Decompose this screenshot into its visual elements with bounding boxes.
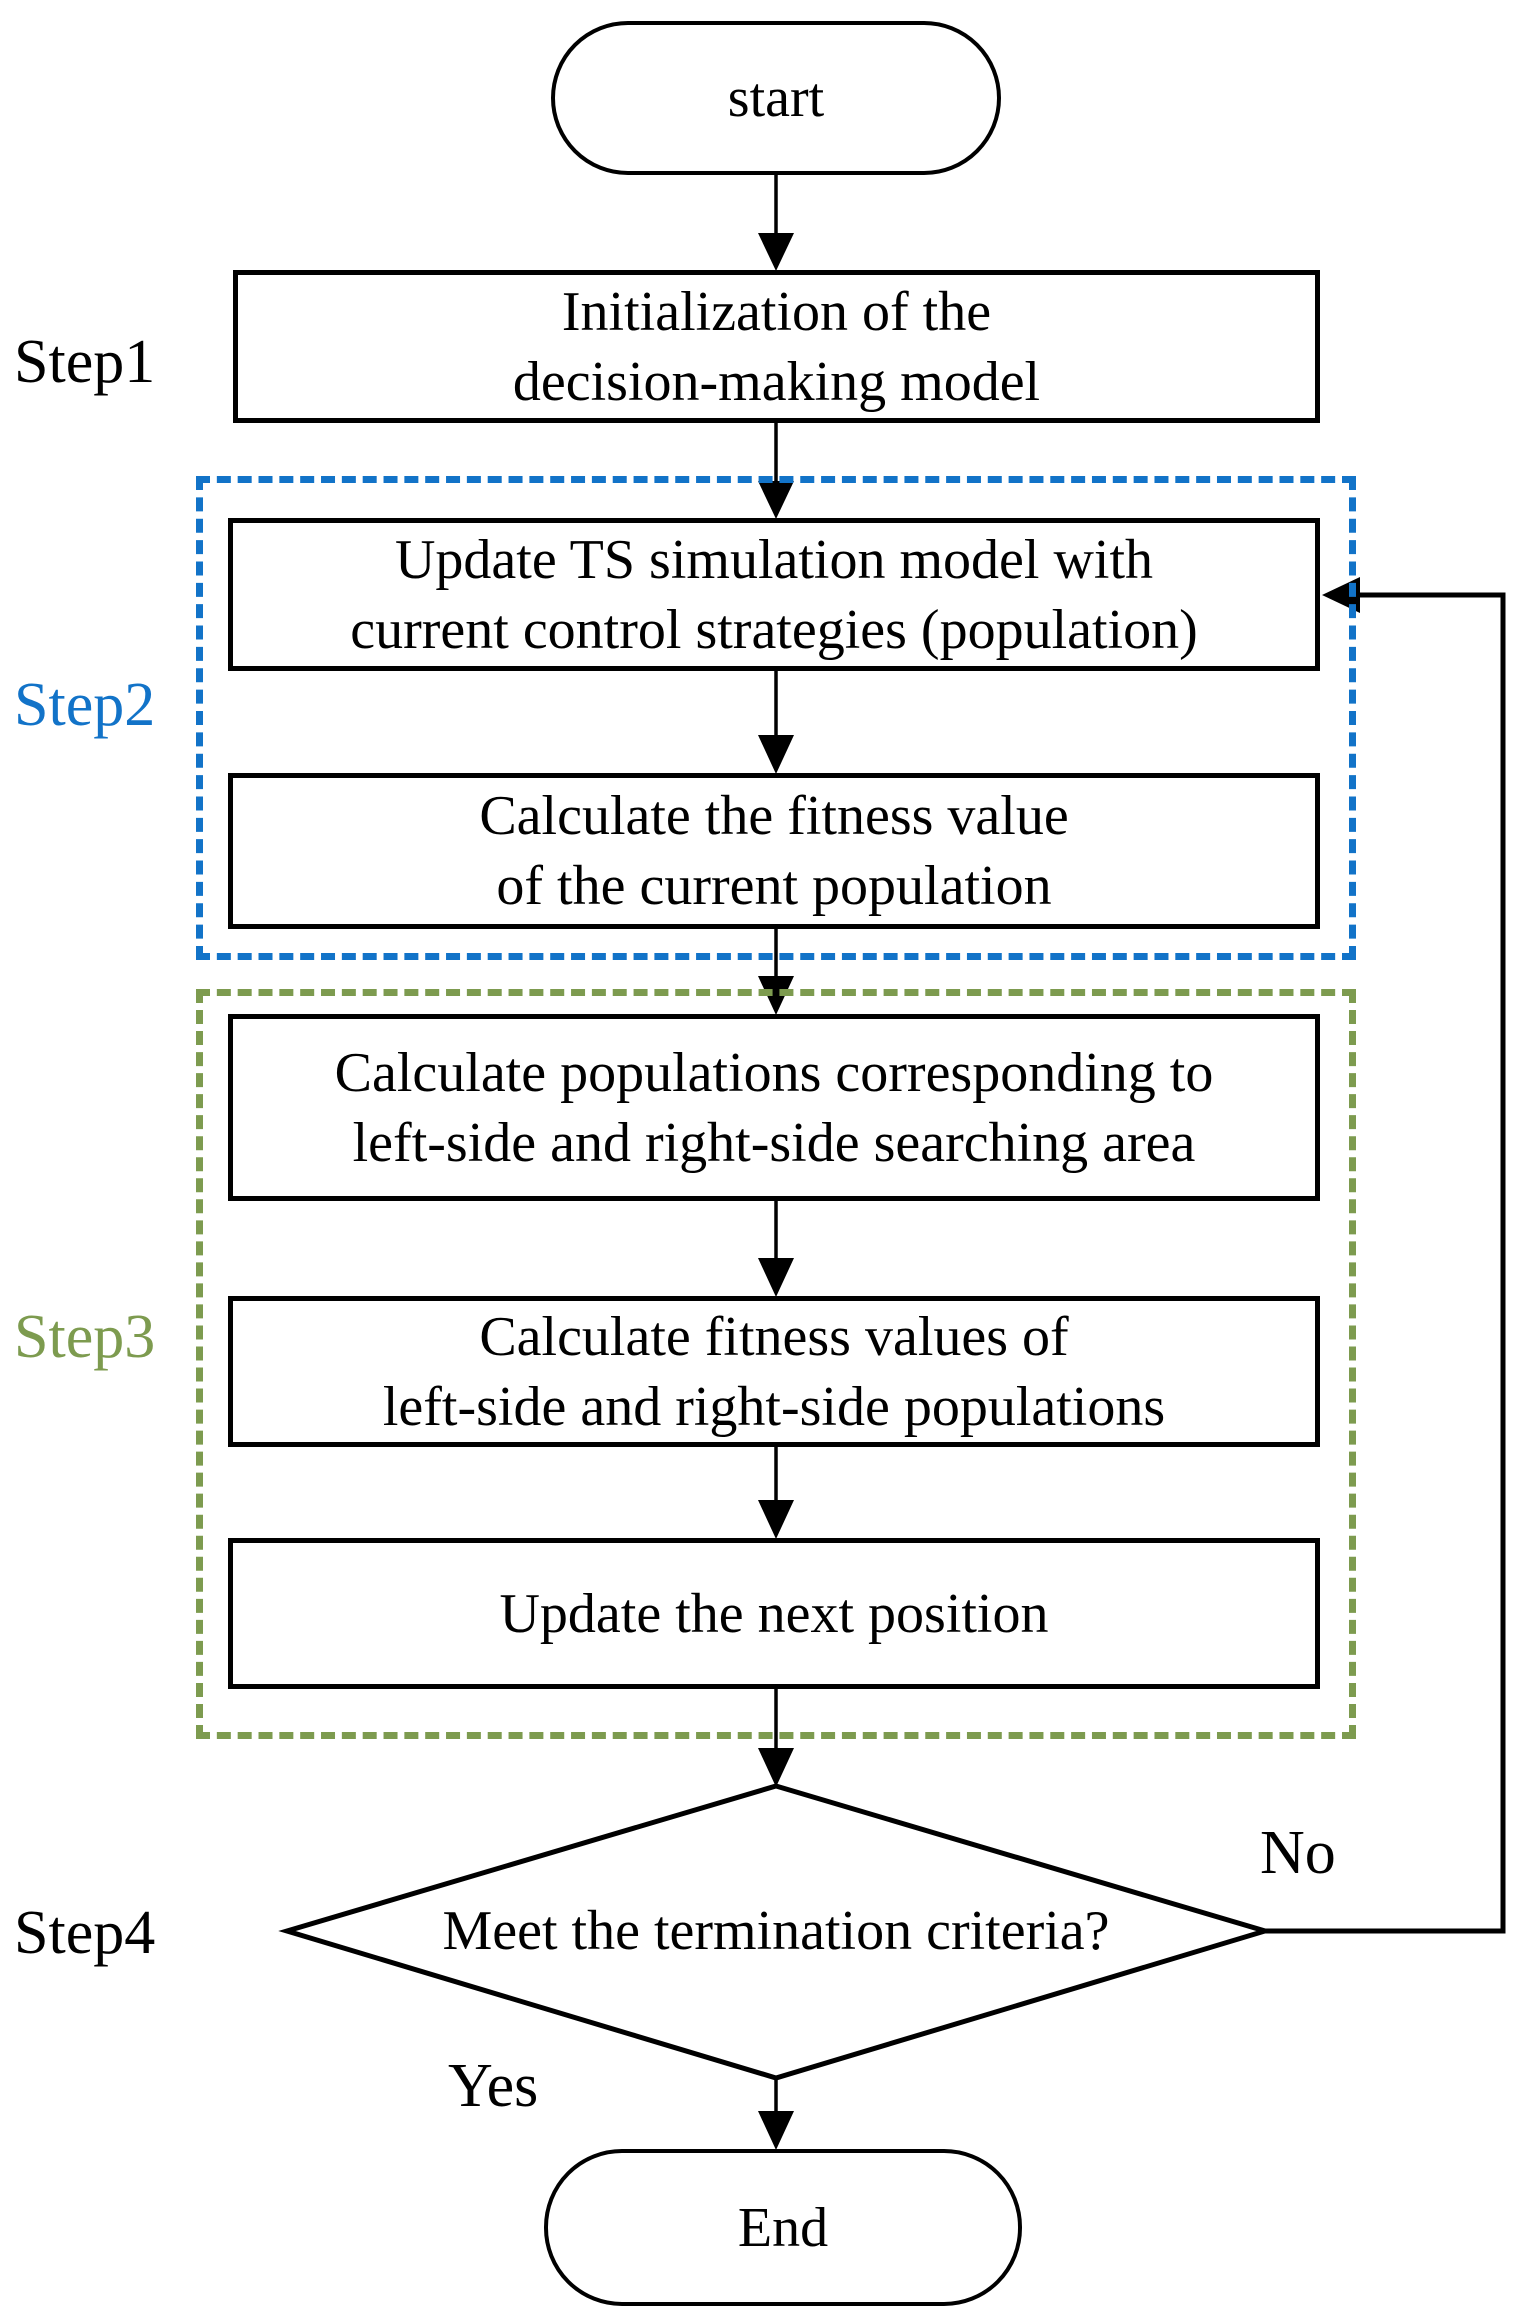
step2-group-outline [196,476,1356,960]
arrowhead-down-icon [758,1748,794,1787]
box-text-line: of the current population [496,855,1052,917]
end-node: End [544,2149,1022,2306]
box-text-line: Calculate fitness values of [479,1305,1069,1368]
box-text-line: left-side and right-side populations [382,1375,1166,1438]
arrowhead-down-icon [758,481,794,519]
box-text-line: decision-making model [512,350,1041,413]
step1-label: Step1 [14,328,156,396]
calc-side-fitness-box: Calculate fitness values of left-side an… [228,1296,1320,1447]
arrowhead-down-icon [758,1500,794,1539]
arrow-update-position-to-decision [758,1688,794,1787]
no-branch-label: No [1260,1819,1336,1887]
step3-label: Step3 [14,1303,156,1371]
start-node: start [551,21,1001,175]
arrowhead-down-icon [758,735,794,774]
step2-label: Step2 [14,671,156,739]
arrow-start-to-init [758,174,794,271]
feedback-line [1265,592,1506,1934]
arrow-update-ts-to-calc-fitness [758,670,794,774]
box-text-line: Calculate the fitness value [479,785,1069,847]
arrow-calc-populations-to-side-fitness [758,1200,794,1297]
init-decision-model-box: Initialization of the decision-making mo… [233,270,1320,423]
arrow-decision-to-end [758,2078,794,2150]
update-next-position-box: Update the next position [228,1538,1320,1689]
decision-question: Meet the termination criteria? [442,1900,1110,1962]
box-text-line: left-side and right-side searching area [352,1111,1196,1174]
arrowhead-down-icon [758,233,794,271]
step4-label: Step4 [14,1899,156,1967]
box-text-line: Calculate populations corresponding to [334,1041,1214,1104]
arrow-side-fitness-to-update-position [758,1446,794,1539]
arrow-init-to-update-ts [758,422,794,519]
box-text-line: Initialization of the [561,280,992,343]
end-label: End [737,2196,829,2259]
calc-populations-box: Calculate populations corresponding to l… [228,1014,1320,1201]
box-text-line: Update TS simulation model with [394,528,1154,591]
update-ts-model-box: Update TS simulation model with current … [228,518,1320,671]
start-label: start [727,67,825,129]
box-text-line: current control strategies (population) [350,598,1198,661]
arrowhead-down-icon [758,1258,794,1297]
calc-fitness-box: Calculate the fitness value of the curre… [228,773,1320,929]
box-text-line: Update the next position [499,1582,1049,1645]
arrowhead-down-icon [758,2111,794,2150]
yes-branch-label: Yes [448,2052,539,2120]
step3-group-outline [196,989,1356,1739]
